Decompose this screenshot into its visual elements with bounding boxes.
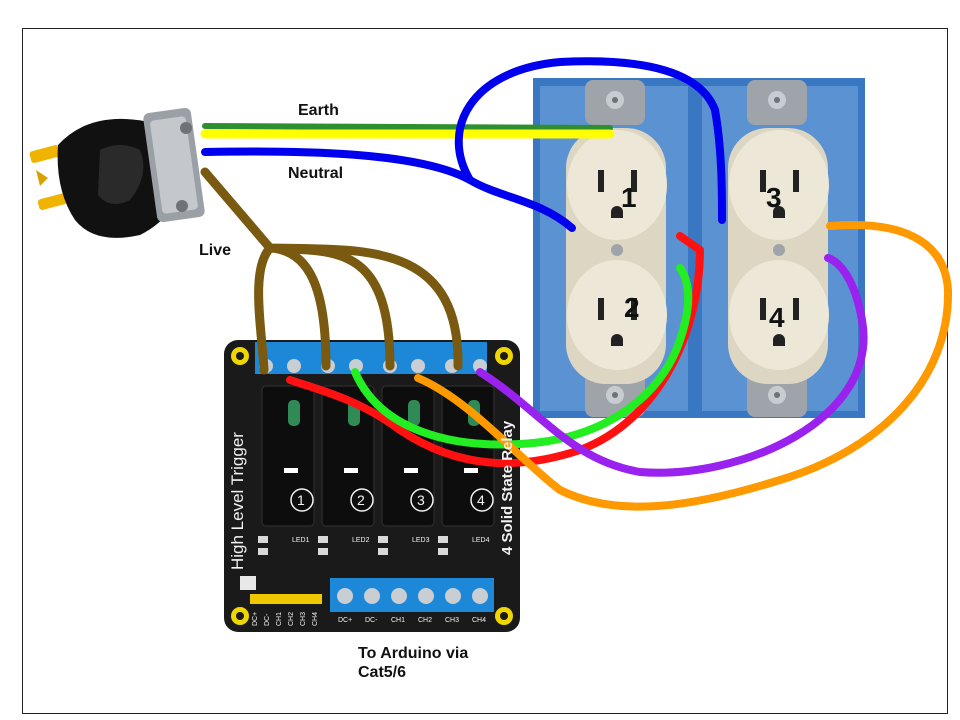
arduino-note: To Arduino via Cat5/6: [358, 645, 469, 681]
plug: [29, 107, 205, 238]
ch2-wire: [351, 264, 693, 449]
neutral-label: Neutral: [288, 165, 344, 182]
earth-wire: [202, 123, 613, 131]
outlet-number-1: 1: [621, 182, 637, 213]
wires: [200, 57, 953, 511]
live-wire: [200, 167, 463, 375]
led-label-3: LED3: [412, 537, 430, 544]
channel-number-4: 4: [477, 492, 485, 508]
neutral-jumper-wire: [454, 57, 726, 224]
led-label-2: LED2: [352, 537, 370, 544]
relay-side-text: High Level Trigger: [228, 432, 247, 570]
header-label-2: DC-: [264, 613, 271, 626]
led-label-4: LED4: [472, 537, 490, 544]
relay-side-text-right: 4 Solid State Relay: [499, 420, 516, 555]
live-label: Live: [199, 242, 232, 259]
pin-label-1: DC+: [338, 617, 352, 624]
relay-board: [224, 340, 520, 632]
ch4-wire: [476, 254, 868, 477]
pin-label-4: CH2: [418, 617, 432, 624]
outlet-box-left: [533, 78, 695, 418]
pin-label-6: CH4: [472, 617, 486, 624]
header-label-4: CH2: [288, 612, 295, 626]
outlet-number-2: 2: [624, 292, 640, 323]
header-label-5: CH3: [300, 612, 307, 626]
header-label-1: DC+: [252, 612, 259, 626]
channel-number-3: 3: [417, 492, 425, 508]
pin-label-3: CH1: [391, 617, 405, 624]
outlet-number-4: 4: [769, 302, 785, 333]
diagram-frame: [22, 28, 948, 714]
earth-label: Earth: [298, 102, 339, 119]
pin-label-5: CH3: [445, 617, 459, 624]
outlet-box-right: [695, 78, 865, 418]
header-label-6: CH4: [312, 612, 319, 626]
channel-number-1: 1: [297, 492, 305, 508]
ch3-wire: [414, 221, 953, 511]
channel-number-2: 2: [357, 492, 365, 508]
neutral-wire: [201, 147, 576, 232]
led-label-1: LED1: [292, 537, 310, 544]
pin-label-2: DC-: [365, 617, 378, 624]
outlet-number-3: 3: [766, 182, 782, 213]
header-label-3: CH1: [276, 612, 283, 626]
